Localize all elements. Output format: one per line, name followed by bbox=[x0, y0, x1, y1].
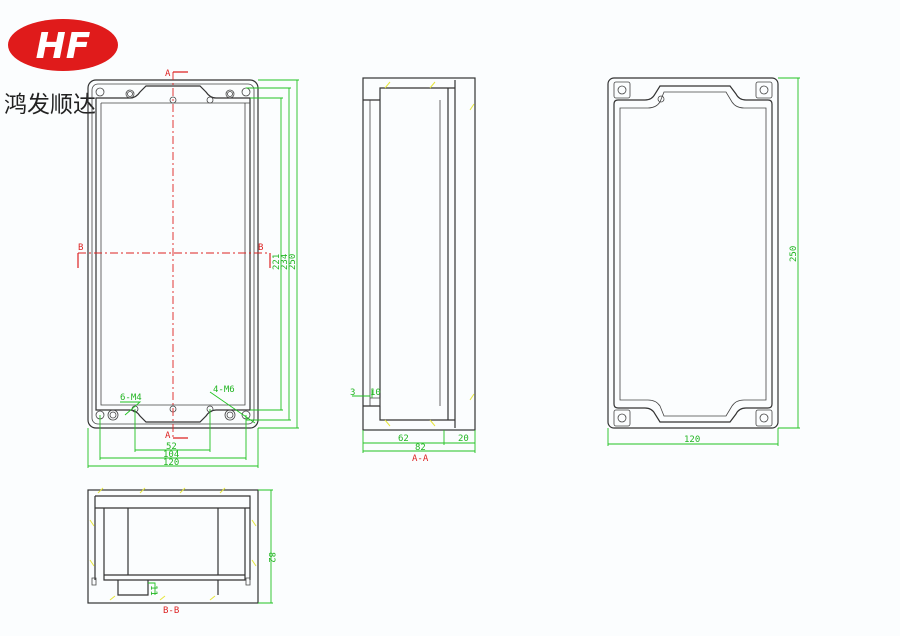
dim-lip-depth: 10 bbox=[370, 388, 381, 398]
logo-mark: HF bbox=[36, 26, 91, 67]
back-view: 250 120 bbox=[607, 77, 800, 446]
logo: HF 鸿发顺达 bbox=[4, 19, 118, 118]
section-aa-view: 62 20 82 3 10 A-A bbox=[350, 77, 476, 464]
dim-overall-height: 250 bbox=[288, 254, 298, 270]
dim-overall-depth: 82 bbox=[415, 443, 426, 453]
dim-bb-depth: 82 bbox=[266, 552, 276, 563]
front-view: A A B B 221 234 250 52 104 120 6-M4 4-M6 bbox=[77, 69, 299, 468]
dim-hole-height: 234 bbox=[280, 254, 290, 270]
section-bb-title: B-B bbox=[163, 606, 179, 616]
dim-lid-depth: 20 bbox=[458, 434, 469, 444]
dim-overall-width: 120 bbox=[163, 458, 179, 468]
dim-lip: 3 bbox=[350, 388, 355, 398]
dim-back-height: 250 bbox=[789, 246, 799, 262]
section-b-right-label: B bbox=[258, 243, 263, 253]
brand-name: 鸿发顺达 bbox=[4, 92, 96, 118]
section-bb-view: 82 11 B-B bbox=[87, 487, 276, 616]
callout-m4: 6-M4 bbox=[120, 393, 142, 403]
dim-base-depth: 62 bbox=[398, 434, 409, 444]
dim-inner-hole-span: 52 bbox=[166, 442, 177, 452]
dim-inner-height: 221 bbox=[272, 254, 282, 270]
dim-back-width: 120 bbox=[684, 435, 700, 445]
section-a-bottom-label: A bbox=[165, 431, 171, 441]
logo-ellipse bbox=[8, 19, 118, 71]
callout-m6: 4-M6 bbox=[213, 385, 235, 395]
section-b-left-label: B bbox=[78, 243, 83, 253]
dim-bb-small: 11 bbox=[148, 585, 158, 596]
dim-hole-span: 104 bbox=[163, 450, 179, 460]
section-a-top-label: A bbox=[165, 69, 171, 79]
section-aa-title: A-A bbox=[412, 454, 429, 464]
